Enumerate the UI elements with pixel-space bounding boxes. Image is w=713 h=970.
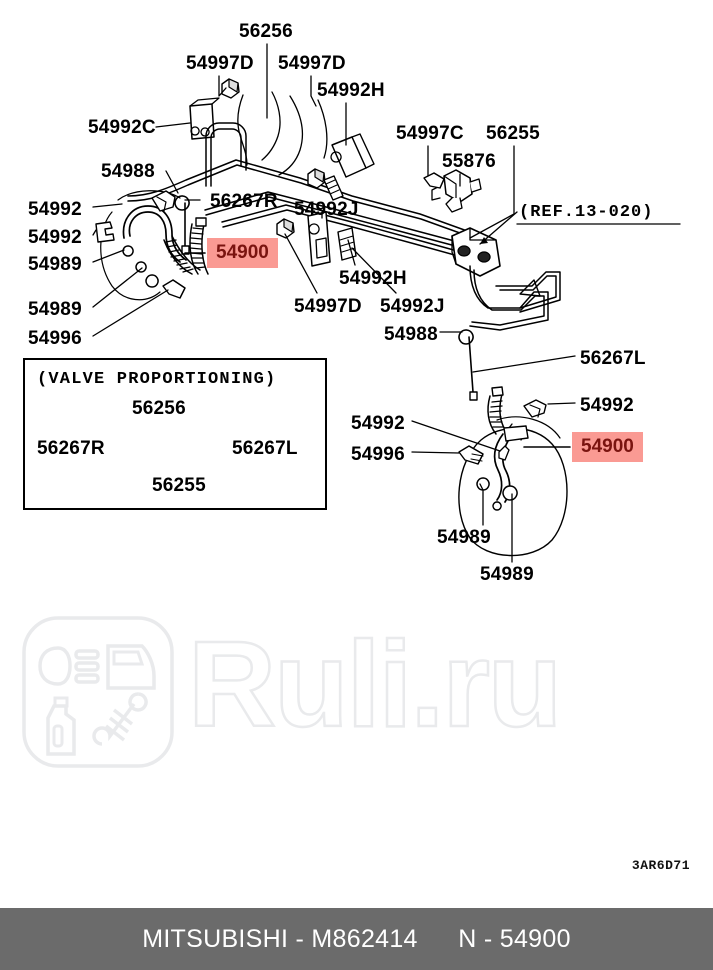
callout-54989-rear-a: 54989 xyxy=(437,527,491,548)
callout-56267L: 56267L xyxy=(580,348,646,369)
footer-bar: MITSUBISHI - M862414 N - 54900 xyxy=(0,908,713,970)
footer-group-prefix: N xyxy=(458,924,477,953)
callout-54988-upper: 54988 xyxy=(101,161,155,182)
drawing-code: 3AR6D71 xyxy=(631,858,690,873)
callout-54992-front-a: 54992 xyxy=(28,199,82,220)
watermark-text: Ruli.ru xyxy=(187,616,564,752)
callout-54992H-upper: 54992H xyxy=(317,80,385,101)
callout-54992J-upper: 54992J xyxy=(294,199,359,220)
callout-54992-rear-a: 54992 xyxy=(580,395,634,416)
highlight-54900-rear[interactable]: 54900 xyxy=(572,432,643,462)
callout-55876: 55876 xyxy=(442,151,496,172)
callout-54997D-top-left: 54997D xyxy=(186,53,254,74)
valve-callout-56267L: 56267L xyxy=(232,438,298,459)
callout-54996-rear: 54996 xyxy=(351,444,405,465)
valve-callout-56255: 56255 xyxy=(152,475,206,496)
callout-54992C: 54992C xyxy=(88,117,156,138)
ruli-logo-icon xyxy=(22,616,174,768)
footer-manufacturer: MITSUBISHI xyxy=(142,924,289,953)
valve-proportioning-box: (VALVE PROPORTIONING) xyxy=(23,358,327,510)
callout-54992-front-b: 54992 xyxy=(28,227,82,248)
valve-box-title: (VALVE PROPORTIONING) xyxy=(37,370,277,389)
valve-callout-56256: 56256 xyxy=(132,398,186,419)
callout-54989-front-b: 54989 xyxy=(28,299,82,320)
callout-54992-rear-b: 54992 xyxy=(351,413,405,434)
callout-56267R: 56267R xyxy=(210,191,278,212)
callout-54996-front: 54996 xyxy=(28,328,82,349)
callout-54997D-lower: 54997D xyxy=(294,296,362,317)
callout-54989-front-a: 54989 xyxy=(28,254,82,275)
callout-56256: 56256 xyxy=(239,21,293,42)
footer-catalog-number: M862414 xyxy=(311,924,418,953)
callout-54989-rear-b: 54989 xyxy=(480,564,534,585)
callout-56255-upper: 56255 xyxy=(486,123,540,144)
callout-54997C: 54997C xyxy=(396,123,464,144)
brake-piping-diagram xyxy=(92,43,681,563)
site-watermark: Ruli.ru xyxy=(0,600,713,800)
footer-dash-2: - xyxy=(483,924,493,953)
footer-group-number: 54900 xyxy=(499,924,571,953)
callout-54992H-lower: 54992H xyxy=(339,268,407,289)
callout-54992J-lower: 54992J xyxy=(380,296,445,317)
callout-54997D-top-right: 54997D xyxy=(278,53,346,74)
valve-callout-56267R: 56267R xyxy=(37,438,105,459)
footer-dash-1: - xyxy=(295,924,305,953)
callout-54988-lower: 54988 xyxy=(384,324,438,345)
reference-note: (REF.13-020) xyxy=(519,203,654,222)
highlight-54900-front[interactable]: 54900 xyxy=(207,238,278,268)
footer-text: MITSUBISHI - M862414 N - 54900 xyxy=(142,925,571,954)
